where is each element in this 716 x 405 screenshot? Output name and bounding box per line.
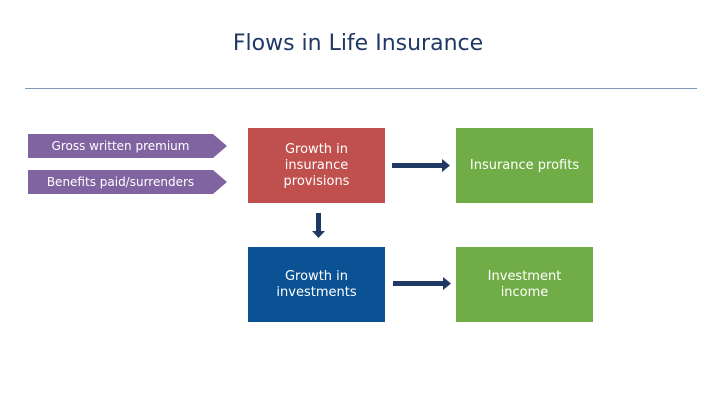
box-insurance-profits: Insurance profits: [456, 128, 593, 203]
input-gross-written-premium: Gross written premium: [28, 134, 227, 158]
box-growth-insurance-provisions: Growth in insurance provisions: [248, 128, 385, 203]
box-investment-income: Investment income: [456, 247, 593, 322]
arrow-down-icon: [312, 213, 325, 238]
title-divider: [25, 88, 697, 89]
input-benefits-paid: Benefits paid/surrenders: [28, 170, 227, 194]
box-growth-investments: Growth in investments: [248, 247, 385, 322]
arrow-right-icon: [393, 277, 451, 290]
diagram-title: Flows in Life Insurance: [232, 31, 484, 56]
arrow-right-icon: [392, 159, 450, 172]
